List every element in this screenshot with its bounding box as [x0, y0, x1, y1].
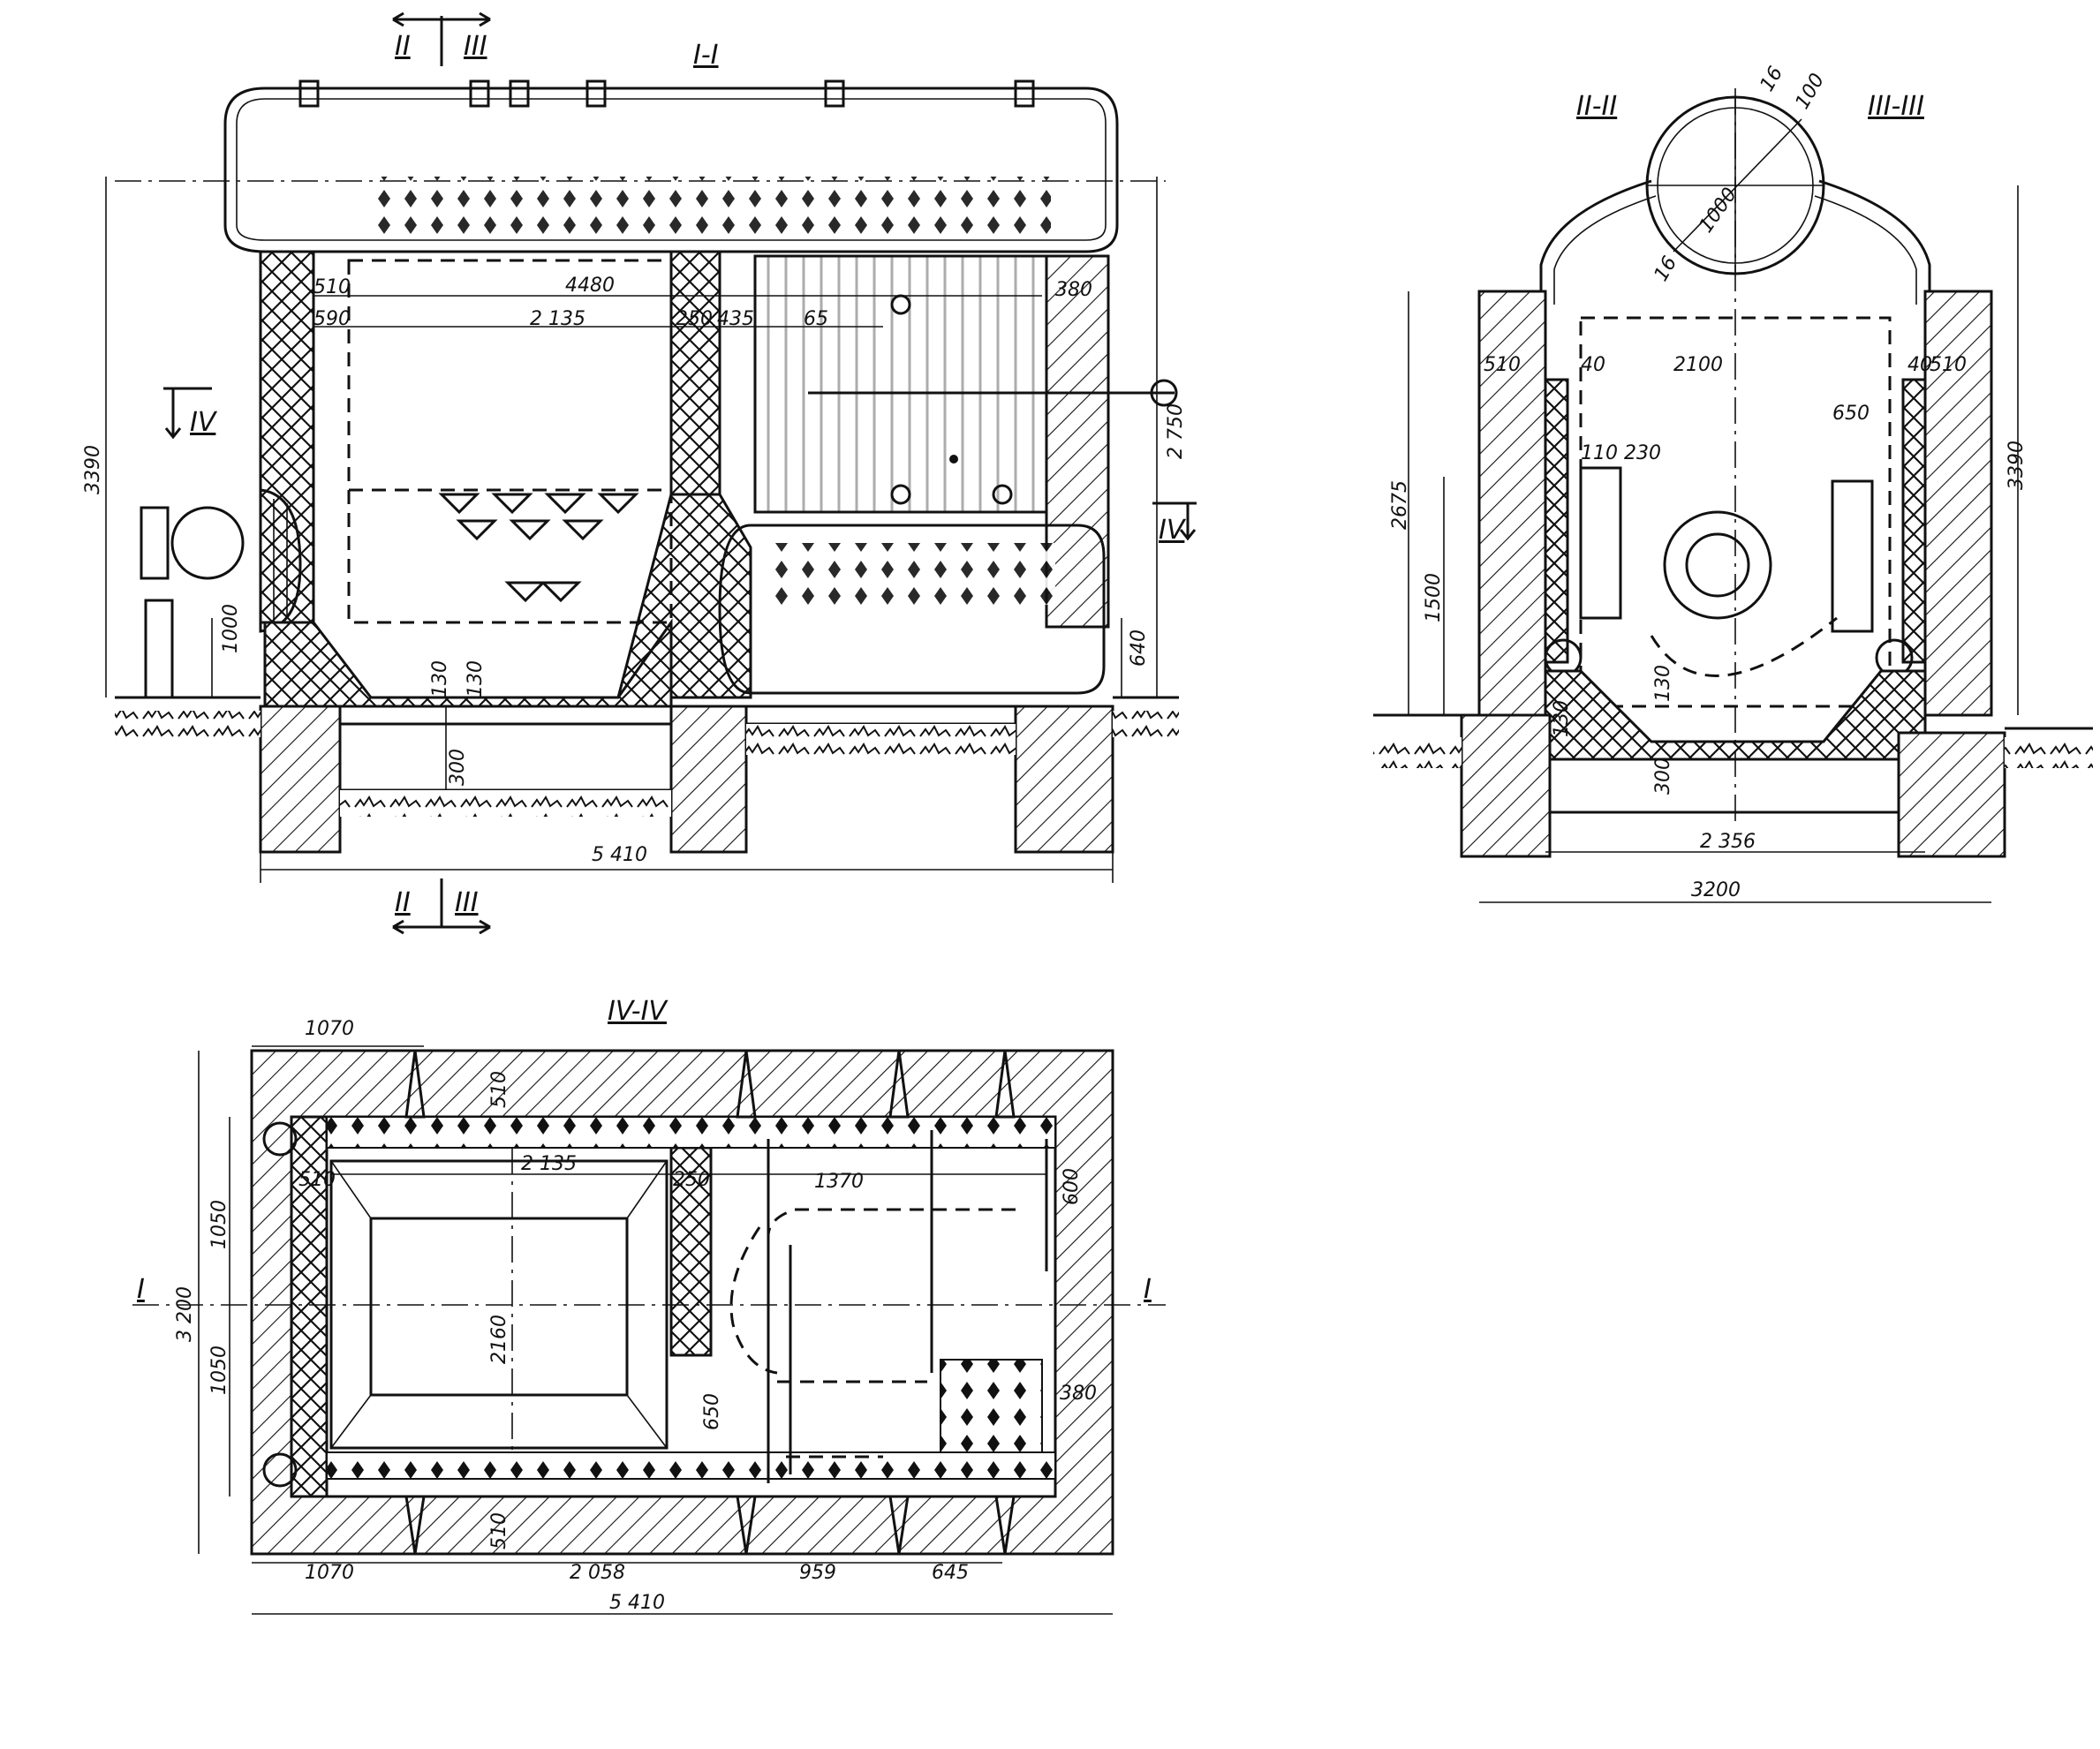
svg-text:1050: 1050 — [208, 1200, 230, 1249]
svg-text:2 356: 2 356 — [1700, 831, 1756, 853]
svg-text:2 135: 2 135 — [530, 308, 585, 330]
svg-text:16: 16 — [1651, 253, 1682, 285]
foundation-middle — [669, 705, 748, 854]
drum-tube-field — [371, 177, 1051, 238]
svg-text:130: 130 — [465, 660, 487, 697]
svg-text:510: 510 — [298, 1169, 336, 1191]
svg-text:130: 130 — [1652, 665, 1674, 702]
right-view-left-wall — [1477, 290, 1547, 717]
svg-text:3200: 3200 — [1691, 879, 1741, 901]
svg-text:590: 590 — [313, 308, 351, 330]
svg-text:1000: 1000 — [220, 604, 242, 653]
svg-text:510: 510 — [488, 1071, 510, 1108]
furnace-chamber — [347, 259, 673, 624]
svg-text:300: 300 — [1652, 758, 1674, 795]
middle-wall — [669, 250, 721, 527]
right-wall — [1045, 254, 1110, 629]
svg-text:2 058: 2 058 — [570, 1562, 625, 1584]
svg-text:4480: 4480 — [565, 275, 615, 297]
svg-text:2675: 2675 — [1389, 480, 1411, 530]
title-section-3-3: III-III — [1868, 91, 1924, 122]
svg-text:1070: 1070 — [305, 1562, 354, 1584]
svg-text:600: 600 — [1061, 1168, 1083, 1205]
svg-text:130: 130 — [1551, 700, 1573, 737]
svg-text:40: 40 — [1581, 354, 1605, 376]
section-2-3-view: II-II III-III 3390 2675 1500 510 40 2100… — [1373, 63, 2093, 903]
svg-text:65: 65 — [804, 308, 828, 330]
svg-text:IV: IV — [190, 407, 218, 438]
svg-text:II: II — [395, 887, 411, 918]
marker-iv-right — [1152, 501, 1197, 541]
section-4-4-plan: IV-IV I I 1070 510 510 2 135 250 1370 60… — [132, 996, 1166, 1615]
lower-drum-outline — [718, 524, 1106, 695]
drum-nozzles — [298, 79, 1035, 108]
svg-text:40: 40 — [1907, 354, 1932, 376]
svg-text:IV: IV — [1159, 515, 1187, 546]
svg-text:110 230: 110 230 — [1581, 442, 1661, 464]
svg-text:650: 650 — [701, 1393, 723, 1430]
svg-text:959: 959 — [799, 1562, 836, 1584]
svg-text:2100: 2100 — [1673, 354, 1723, 376]
middle-wall-slope — [616, 493, 752, 699]
svg-text:250: 250 — [673, 1169, 710, 1191]
svg-text:5 410: 5 410 — [592, 844, 647, 866]
marker-bottom-ii-iii — [392, 878, 491, 935]
foundation-left — [259, 705, 342, 854]
svg-text:1500: 1500 — [1423, 573, 1445, 622]
svg-text:5 410: 5 410 — [609, 1592, 665, 1614]
svg-text:16: 16 — [1756, 63, 1788, 95]
svg-text:510: 510 — [313, 276, 351, 298]
svg-text:250: 250 — [676, 308, 713, 330]
svg-text:III: III — [464, 31, 487, 62]
superheater-tubes — [755, 256, 1046, 512]
svg-text:435: 435 — [717, 308, 754, 330]
section-1-1-view: I-I II III II III IV IV 3390 1000 2 750 … — [82, 11, 1197, 935]
svg-text:510: 510 — [1484, 354, 1521, 376]
svg-text:130: 130 — [429, 660, 451, 697]
svg-text:1000: 1000 — [1695, 184, 1741, 237]
svg-text:I: I — [1144, 1274, 1152, 1305]
grate-bars — [438, 493, 639, 603]
svg-text:650: 650 — [1832, 403, 1870, 425]
foundation-right — [1014, 705, 1114, 854]
svg-text:380: 380 — [1060, 1383, 1097, 1405]
svg-text:645: 645 — [932, 1562, 969, 1584]
title-section-2-2: II-II — [1576, 91, 1617, 122]
ground-left — [115, 711, 261, 737]
svg-text:640: 640 — [1128, 629, 1150, 667]
svg-text:300: 300 — [447, 749, 469, 786]
svg-text:510: 510 — [488, 1512, 510, 1549]
dim-height-total: 3390 — [82, 445, 104, 494]
svg-text:3390: 3390 — [2006, 441, 2028, 490]
title-section-1-1: I-I — [693, 40, 719, 71]
svg-text:1050: 1050 — [208, 1346, 230, 1395]
svg-text:I: I — [137, 1274, 145, 1305]
svg-text:2 750: 2 750 — [1165, 403, 1187, 459]
marker-top-ii-iii — [392, 11, 491, 66]
svg-text:510: 510 — [1930, 354, 1967, 376]
svg-text:380: 380 — [1055, 279, 1092, 301]
svg-text:2160: 2160 — [488, 1315, 510, 1364]
boiler-casing — [1539, 179, 1931, 305]
svg-text:III: III — [455, 887, 479, 918]
svg-text:2 135: 2 135 — [521, 1153, 577, 1175]
right-view-right-wall — [1923, 290, 1993, 717]
svg-text:3 200: 3 200 — [174, 1286, 196, 1342]
title-section-4-4: IV-IV — [608, 996, 669, 1027]
svg-text:100: 100 — [1792, 70, 1830, 113]
svg-text:1070: 1070 — [305, 1018, 354, 1040]
marker-iv-left — [163, 387, 212, 440]
svg-text:1370: 1370 — [814, 1171, 864, 1193]
plan-supports — [404, 1050, 1016, 1555]
svg-text:II: II — [395, 31, 411, 62]
